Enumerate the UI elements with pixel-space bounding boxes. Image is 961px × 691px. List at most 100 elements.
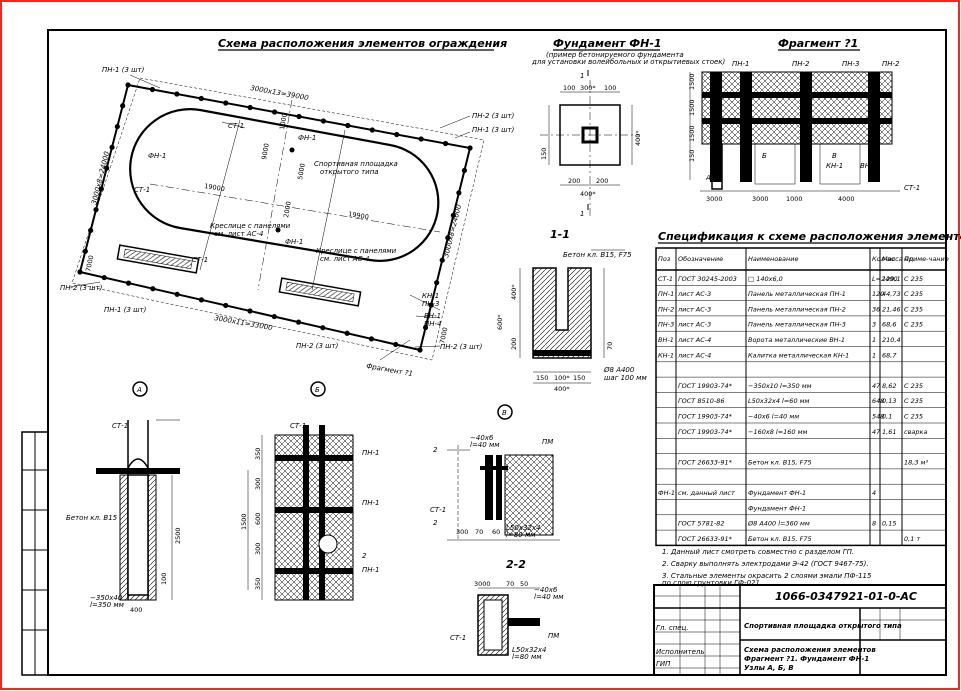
- spec-cell: Калитка металлическая КН-1: [748, 351, 849, 359]
- foundation-title: Фундамент ФН-1: [553, 37, 662, 50]
- scheme-sport-area-2: открытого типа: [320, 168, 379, 176]
- s11-d600: 600*: [496, 314, 504, 330]
- fn-d300: 300*: [580, 84, 596, 92]
- spec-cell: С 235: [904, 321, 923, 329]
- scheme-dim-left: 3000x8=24000: [90, 150, 111, 205]
- s11-concrete: Бетон кл. В15, F75: [563, 251, 632, 259]
- spec-cell: 8: [872, 520, 876, 528]
- fn-mark1-top: 1: [580, 72, 584, 80]
- detail-b-pn1c: ПН-1: [362, 566, 380, 574]
- detail-b: [247, 381, 354, 601]
- spec-cell: ПН-3: [658, 321, 674, 329]
- note-3: 3. Стальные элементы окрасить 2 слоями э…: [662, 572, 872, 580]
- spec-cell: лист АС-3: [677, 321, 711, 329]
- spec-header-cell: Приме-чание: [904, 255, 949, 263]
- binding-strip: [21, 431, 49, 676]
- scheme-kn1: КН-1: [422, 292, 439, 300]
- spec-cell: Фундамент ФН-1: [748, 489, 806, 497]
- scheme-pn4: ПН-4: [424, 320, 442, 328]
- s11-d400: 400*: [510, 284, 518, 300]
- s22-rod-2: l=80 мм: [512, 653, 542, 661]
- s22-d70: 70: [506, 580, 514, 588]
- s22-rod-1: L50x32x4: [512, 646, 546, 654]
- scheme-pn2-bottom: ПН-2 (3 шт): [296, 342, 339, 350]
- section11-view: [519, 249, 625, 384]
- detail-b-mark2: 2: [362, 552, 367, 560]
- fn-d100a: 100: [563, 84, 575, 92]
- scheme-fn1-b: ФН-1: [148, 152, 166, 160]
- fence-post: [271, 313, 277, 320]
- scheme-fn1: ФН-1: [298, 134, 316, 142]
- scheme-sport-area-1: Спортивная площадка: [314, 160, 398, 168]
- fence-post: [442, 140, 449, 147]
- scheme-d1000: 1000: [278, 113, 289, 131]
- spec-cell: 44,73: [882, 290, 901, 298]
- s11-d150b: 150: [573, 374, 585, 382]
- scheme-pn2-left: ПН-2 (3 шт): [60, 284, 103, 292]
- spec-cell: Бетон кл. В15, F75: [748, 458, 812, 466]
- scheme-d2000: 2000: [282, 201, 293, 219]
- frag-d3000b: 3000: [752, 195, 769, 203]
- fence-post: [345, 122, 351, 129]
- spec-cell: см. данный лист: [678, 489, 735, 497]
- s11-rebar-2: шаг 100 мм: [604, 374, 647, 382]
- spec-cell: ГОСТ 19903-74*: [678, 382, 733, 390]
- fence-post: [394, 131, 400, 138]
- scheme-title: Схема расположения элементов ограждения: [218, 37, 507, 50]
- detail-a: [96, 381, 180, 601]
- fence-post: [456, 190, 462, 196]
- section22-view: [477, 587, 540, 656]
- spec-cell: Фундамент ФН-1: [748, 504, 806, 512]
- fence-post: [114, 123, 120, 130]
- spec-cell: ГОСТ 19903-74*: [678, 413, 733, 421]
- s22-d50: 50: [520, 580, 528, 588]
- frag-mark-a: А: [705, 174, 711, 182]
- scheme-pn3: ПН-3: [422, 300, 440, 308]
- frag-pn1: ПН-1: [732, 60, 750, 68]
- fence-post: [198, 95, 204, 102]
- frag-d4000: 4000: [838, 195, 855, 203]
- spec-cell: 210,4: [882, 336, 901, 344]
- spec-cell: ГОСТ 26633-91*: [678, 458, 733, 466]
- fence-post: [82, 248, 88, 254]
- scheme-vn1: ВН-1: [424, 312, 441, 320]
- spec-cell: 0,15: [882, 520, 896, 528]
- fence-post: [439, 257, 445, 263]
- spec-cell: С 235: [904, 275, 923, 283]
- fence-post: [198, 297, 205, 303]
- scheme-bench2-2: см. лист АС-4: [320, 255, 369, 263]
- spec-cell: лист АС-4: [677, 336, 711, 344]
- scheme-fragment: Фрагмент ?1: [366, 362, 414, 378]
- spec-cell: 129,1: [882, 275, 901, 283]
- detail-v-d300: 300: [456, 528, 468, 536]
- spec-cell: лист АС-3: [677, 305, 711, 313]
- spec-cell: лист АС-3: [677, 290, 711, 298]
- detail-v-st1: СТ-1: [430, 506, 446, 514]
- spec-cell: сварка: [904, 428, 927, 436]
- scheme-d9000: 9000: [260, 143, 271, 161]
- detail-b-pn1b: ПН-1: [362, 499, 380, 507]
- spec-cell: −350x10 l=350 мм: [748, 382, 812, 390]
- fence-post: [271, 109, 278, 115]
- s22-st1: СТ-1: [450, 634, 466, 642]
- spec-cell: −40x6 l=40 мм: [748, 413, 799, 421]
- s11-d400b: 400*: [554, 385, 570, 393]
- note-1: 1. Данный лист смотреть совместно с разд…: [662, 548, 854, 556]
- note-2: 2. Сварку выполнять электродами Э-42 (ГО…: [662, 560, 869, 568]
- spec-cell: 4: [872, 489, 876, 497]
- fragment-view: [689, 71, 900, 192]
- spec-cell: 47: [872, 382, 881, 390]
- detail-b-d350b: 350: [254, 578, 262, 590]
- fence-post: [320, 118, 327, 124]
- spec-cell: С 235: [904, 290, 923, 298]
- frag-mark-b: Б: [762, 152, 767, 160]
- fence-post: [247, 308, 253, 314]
- scheme-fn1-c: ФН-1: [285, 238, 303, 246]
- spec-cell: 68,6: [882, 321, 896, 329]
- title-block-name: Спортивная площадка открытого типа: [744, 622, 902, 630]
- spec-cell: лист АС-4: [677, 351, 711, 359]
- fence-post: [247, 104, 253, 111]
- detail-v-rod-1: L50x32x4: [506, 524, 540, 532]
- detail-a-concrete: Бетон кл. В15: [66, 514, 118, 522]
